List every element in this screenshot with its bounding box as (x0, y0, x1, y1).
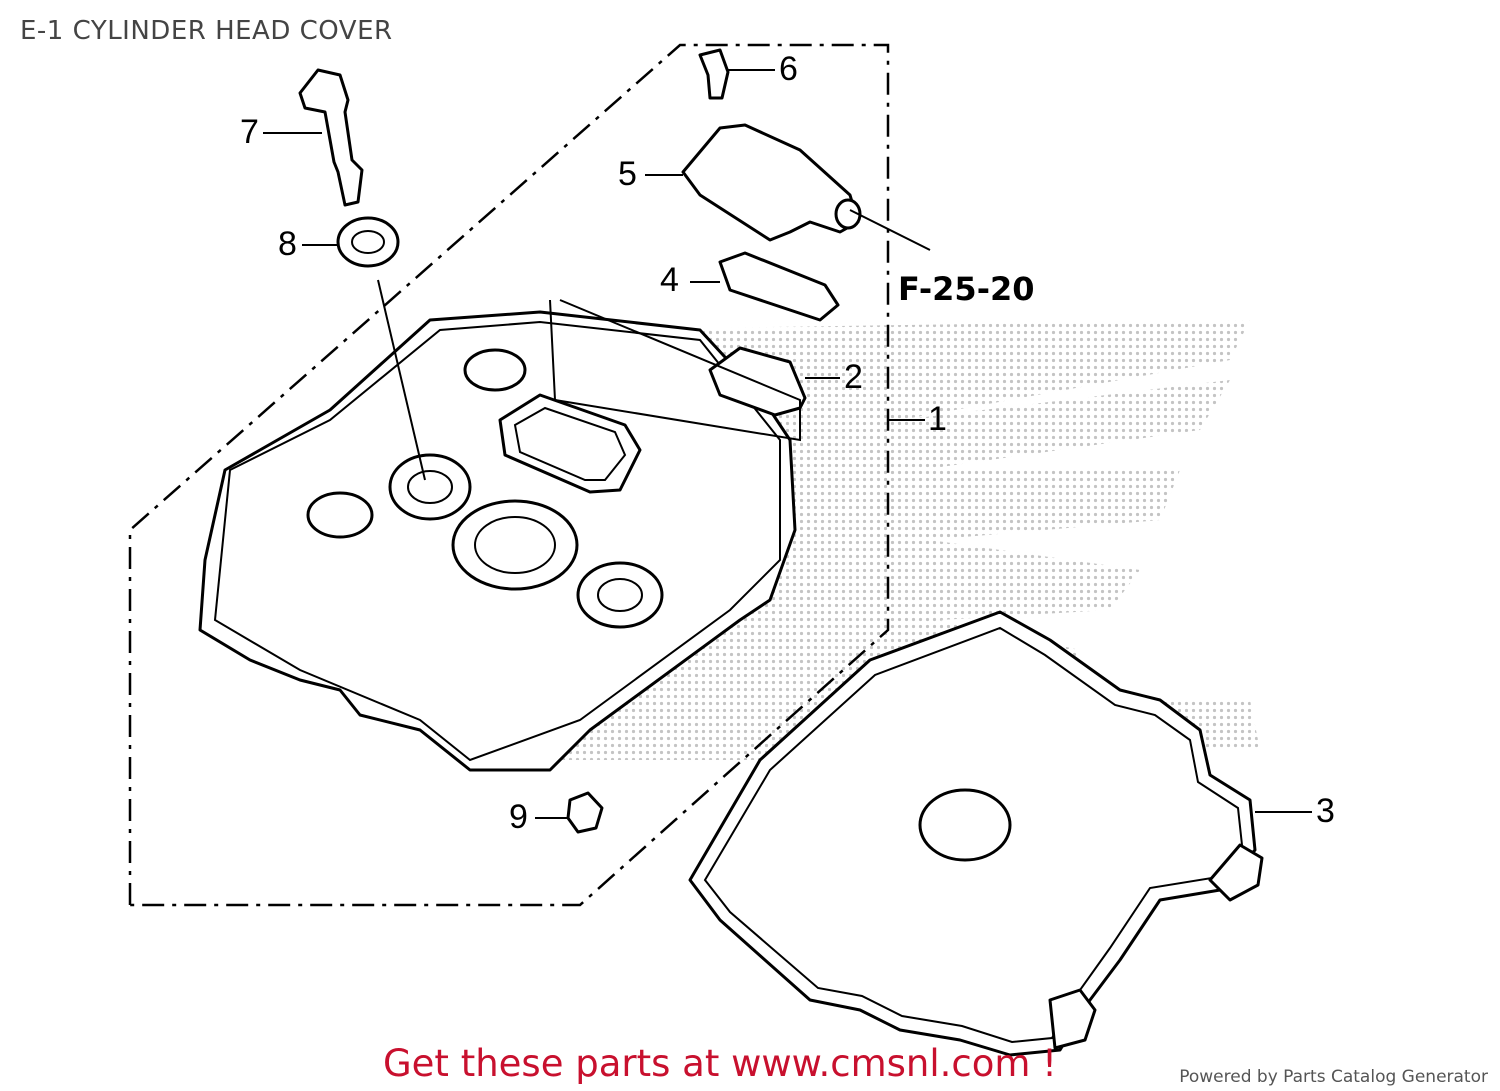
callout-6: 6 (779, 50, 798, 88)
callout-5: 5 (618, 155, 637, 193)
callout-1: 1 (928, 400, 947, 438)
guide-arrow-f-25-20 (849, 209, 931, 251)
powered-by-text: Powered by Parts Catalog Generator (1179, 1067, 1488, 1087)
callout-4: 4 (660, 261, 679, 299)
breather-cover-gasket (718, 251, 840, 322)
callout-2: 2 (844, 358, 863, 396)
diagram-title: E-1 CYLINDER HEAD COVER (20, 16, 393, 46)
callout-7: 7 (240, 113, 259, 151)
get-parts-link[interactable]: Get these parts at www.cmsnl.com ! (383, 1042, 1058, 1085)
bolt-part-6 (698, 48, 730, 100)
reference-code-link[interactable]: F-25-20 (898, 270, 1035, 308)
callout-leaders (263, 69, 1312, 819)
cylinder-head-cover (198, 310, 797, 772)
head-cover-gasket (688, 610, 1264, 1057)
stud-bolt-part-7 (298, 68, 364, 207)
callout-9: 9 (509, 798, 528, 836)
dowel-pin-part-9 (566, 791, 604, 834)
callout-8: 8 (278, 225, 297, 263)
seal-washer-part-8 (336, 216, 400, 268)
assembly-outline-frame (128, 43, 890, 907)
callout-3: 3 (1316, 792, 1335, 830)
guide-line-8 (377, 279, 426, 481)
breather-cover (681, 123, 862, 242)
guide-box-2 (549, 299, 801, 442)
